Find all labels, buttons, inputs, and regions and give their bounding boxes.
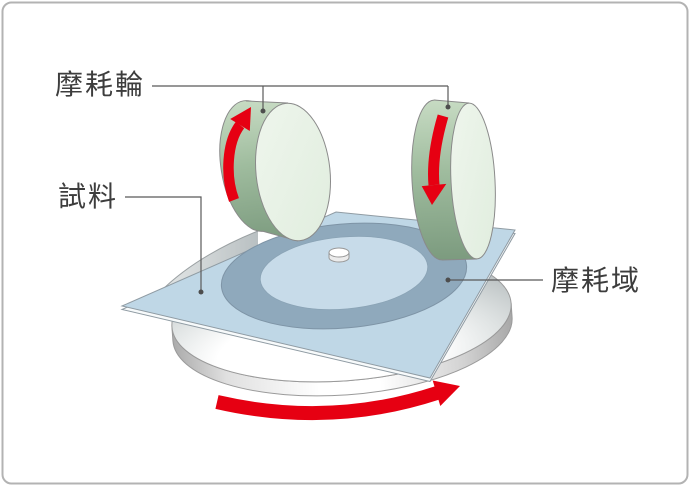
inner-zone [259, 235, 429, 311]
label-specimen: 試料 [58, 181, 118, 212]
right-abrasion-wheel [411, 99, 496, 261]
turntable-arrow-head [432, 380, 460, 406]
turntable-rotation-arrow [215, 380, 460, 421]
right-wheel-arrow-head [421, 183, 447, 205]
connector-dots [198, 104, 451, 295]
label-abrasion-wheel: 摩耗輪 [55, 69, 145, 100]
center-nut [328, 247, 350, 263]
label-abrasion-zone: 摩耗域 [551, 265, 641, 296]
connector-lines [125, 85, 543, 291]
left-wheel-arrow-head [230, 107, 251, 131]
specimen-label-line [125, 196, 202, 291]
right-wheel-rotation-arrow [428, 114, 449, 186]
left-wheel-rotation-arrow [223, 121, 245, 202]
left-abrasion-wheel [219, 100, 331, 242]
